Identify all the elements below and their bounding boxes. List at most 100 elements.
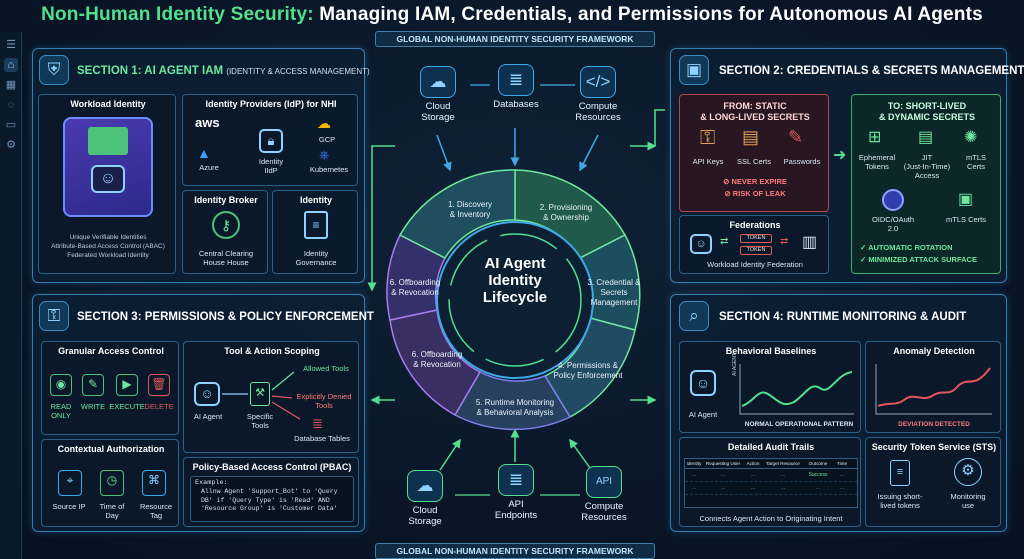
section-3-title: SECTION 3: PERMISSIONS & POLICY ENFORCEM… [77, 311, 374, 323]
token-badge-2: TOKEN [740, 246, 772, 255]
api-chip-icon: API [586, 466, 622, 498]
governance-label: Identity Governance [295, 249, 337, 267]
perm-execute: EXECUTE [109, 402, 145, 411]
gear-dollar-icon: ⚙ [954, 458, 982, 486]
dynamic-secrets-title: TO: SHORT-LIVED & DYNAMIC SECRETS [878, 101, 975, 122]
chat-icon[interactable]: ◌ [7, 99, 15, 111]
scoping-tools-label: Specific Tools [246, 412, 274, 430]
section-2-credentials: ▣ SECTION 2: CREDENTIALS & SECRETS MANAG… [670, 48, 1024, 283]
cloud-icon: ☁ [407, 470, 443, 502]
lifecycle-title: AI Agent Identity Lifecycle [482, 255, 548, 306]
idp-title: Identity Providers (IdP) for NHI [205, 99, 337, 109]
section-1-title-small: (IDENTITY & ACCESS MANAGEMENT) [226, 67, 370, 76]
kubernetes-logo-icon: ⎈ [319, 147, 330, 162]
context-resource-tag: Resource Tag [139, 502, 173, 520]
denied-tools-label: Explicitly Denied Tools [296, 392, 352, 410]
check-attack-surface-text: MINIMIZED ATTACK SURFACE [868, 255, 977, 264]
contextual-title: Contextual Authorization [57, 444, 165, 454]
chart-search-icon: ⌕ [679, 301, 709, 331]
tag-icon: ⌘ [142, 470, 166, 496]
perm-write: WRITE [80, 402, 106, 411]
broker-icon: ⚷ [212, 211, 240, 239]
password-key-icon: ✎ [788, 127, 804, 147]
static-item-ssl: SSL Certs [737, 157, 771, 166]
check-rotation-text: AUTOMATIC ROTATION [868, 243, 953, 252]
title-rest: Managing IAM, Credentials, and Permissio… [313, 4, 983, 25]
page-title: Non-Human Identity Security: Managing IA… [0, 4, 1024, 26]
granular-title: Granular Access Control [58, 346, 164, 356]
granular-access-box: Granular Access Control ◉ ✎ ▶ 🗑︎ READ ON… [41, 341, 179, 435]
phase-6b[interactable]: 6. Offboarding & Revocation [411, 350, 463, 369]
phase-5[interactable]: 5. Runtime Monitoring & Behavioral Analy… [475, 398, 555, 417]
bottom-node-api[interactable]: ≣ API Endpoints [488, 464, 544, 521]
workload-line-2: Attribute-Based Access Control (ABAC) [51, 243, 165, 250]
robot-icon: ☺ [690, 234, 712, 254]
connector-s1-s3 [367, 145, 395, 292]
hub-orbit [448, 233, 582, 367]
cert-badge-icon: ✺ [964, 129, 978, 146]
tool-scoping-box: Tool & Action Scoping ☺ AI Agent ⚒ Speci… [183, 341, 359, 453]
settings-icon[interactable]: ⚙ [6, 139, 16, 151]
read-only-icon[interactable]: ◉ [50, 374, 72, 396]
bottom-node-label-compute: Compute Resources [581, 501, 627, 523]
perm-read-only: READ ONLY [50, 402, 72, 420]
warn-risk-leak: ⊘ RISK OF LEAK [724, 189, 786, 198]
arrow-left-right-icon: ⇄ [720, 236, 729, 247]
bottom-node-label-api: API Endpoints [494, 499, 538, 521]
behavioral-baselines-box: Behavioral Baselines ☺ AI Agent AI AGENT… [679, 341, 861, 433]
table-row: ……………… [685, 482, 857, 495]
gcp-logo-icon: ☁ [317, 115, 331, 131]
audit-col-target: Target Resource [766, 461, 800, 466]
section-2-title: SECTION 2: CREDENTIALS & SECRETS MANAGEM… [719, 65, 1024, 77]
workload-identity-title: Workload Identity [70, 99, 146, 109]
anomaly-title: Anomaly Detection [893, 346, 975, 356]
phase-4[interactable]: 4. Permissions & Policy Enforcement [553, 361, 623, 380]
oidc-label: OIDC/OAuth 2.0 [871, 215, 915, 233]
phase-1[interactable]: 1. Discovery & Inventory [447, 200, 492, 219]
arrow-right-icon: ➜ [833, 147, 847, 164]
phase-2[interactable]: 2. Provisioning & Ownership [539, 203, 593, 222]
warn-never-expire-text: NEVER EXPIRE [731, 177, 787, 186]
audit-trails-box: Detailed Audit Trails Identity Requestin… [679, 437, 861, 527]
connector-compute-bottom [569, 438, 591, 469]
top-node-compute[interactable]: </> Compute Resources [566, 66, 630, 123]
phase-6a[interactable]: 6. Offboarding & Revocation [389, 278, 441, 297]
top-node-label-compute: Compute Resources [575, 101, 621, 123]
kubernetes-label: Kubernetes [309, 165, 349, 174]
static-secrets-box: FROM: STATIC & LONG-LIVED SECRETS ⚿ ▤ ✎ … [679, 94, 829, 212]
token-doc-icon: ≡ [890, 460, 910, 486]
scoping-arrows [222, 371, 300, 420]
dynamic-secrets-box: TO: SHORT-LIVED & DYNAMIC SECRETS ⊞ ▤ ✺ … [851, 94, 1001, 274]
top-node-cloud-storage[interactable]: ☁ Cloud Storage [410, 66, 466, 123]
sts-item-monitoring: Monitoring use [950, 492, 986, 510]
lifecycle-ring [386, 169, 641, 431]
workload-line-1: Unique Verifiable Identities [69, 234, 147, 241]
sts-title: Security Token Service (STS) [871, 442, 997, 452]
folder-icon[interactable]: ▭ [5, 119, 17, 131]
azure-logo-icon: ▲ [197, 145, 211, 161]
context-time-of-day: Time of Day [99, 502, 125, 520]
write-icon[interactable]: ✎ [82, 374, 104, 396]
execute-icon[interactable]: ▶ [116, 374, 138, 396]
safe-icon: ▣ [679, 55, 709, 85]
shield-icon: ⛨ [39, 55, 69, 85]
audit-table-header: Identity Requesting User Action Target R… [685, 459, 857, 469]
section-4-monitoring: ⌕ SECTION 4: RUNTIME MONITORING & AUDIT … [670, 294, 1007, 532]
perm-delete: DELETE [144, 402, 174, 411]
connector-s2-top [654, 109, 665, 146]
anomaly-chart [875, 364, 992, 415]
phase-3[interactable]: 3. Credential & Secrets Management [587, 278, 641, 307]
workload-identity-box: Workload Identity ☺ Unique Verifiable Id… [38, 94, 176, 274]
menu-icon[interactable]: ☰ [6, 39, 16, 51]
top-node-label-db: Databases [493, 99, 539, 110]
identity-broker-title: Identity Broker [194, 195, 258, 205]
grid-icon[interactable]: ▦ [5, 79, 17, 91]
top-node-databases[interactable]: ≣ Databases [488, 64, 544, 110]
baselines-title: Behavioral Baselines [725, 346, 817, 356]
bottom-node-compute[interactable]: API Compute Resources [572, 466, 636, 523]
top-banner: GLOBAL NON-HUMAN IDENTITY SECURITY FRAME… [375, 31, 655, 47]
home-icon[interactable]: ⌂ [4, 58, 18, 72]
bottom-node-cloud-storage[interactable]: ☁ Cloud Storage [397, 470, 453, 527]
delete-icon[interactable]: 🗑︎ [148, 374, 170, 396]
robot-icon: ☺ [194, 382, 220, 406]
